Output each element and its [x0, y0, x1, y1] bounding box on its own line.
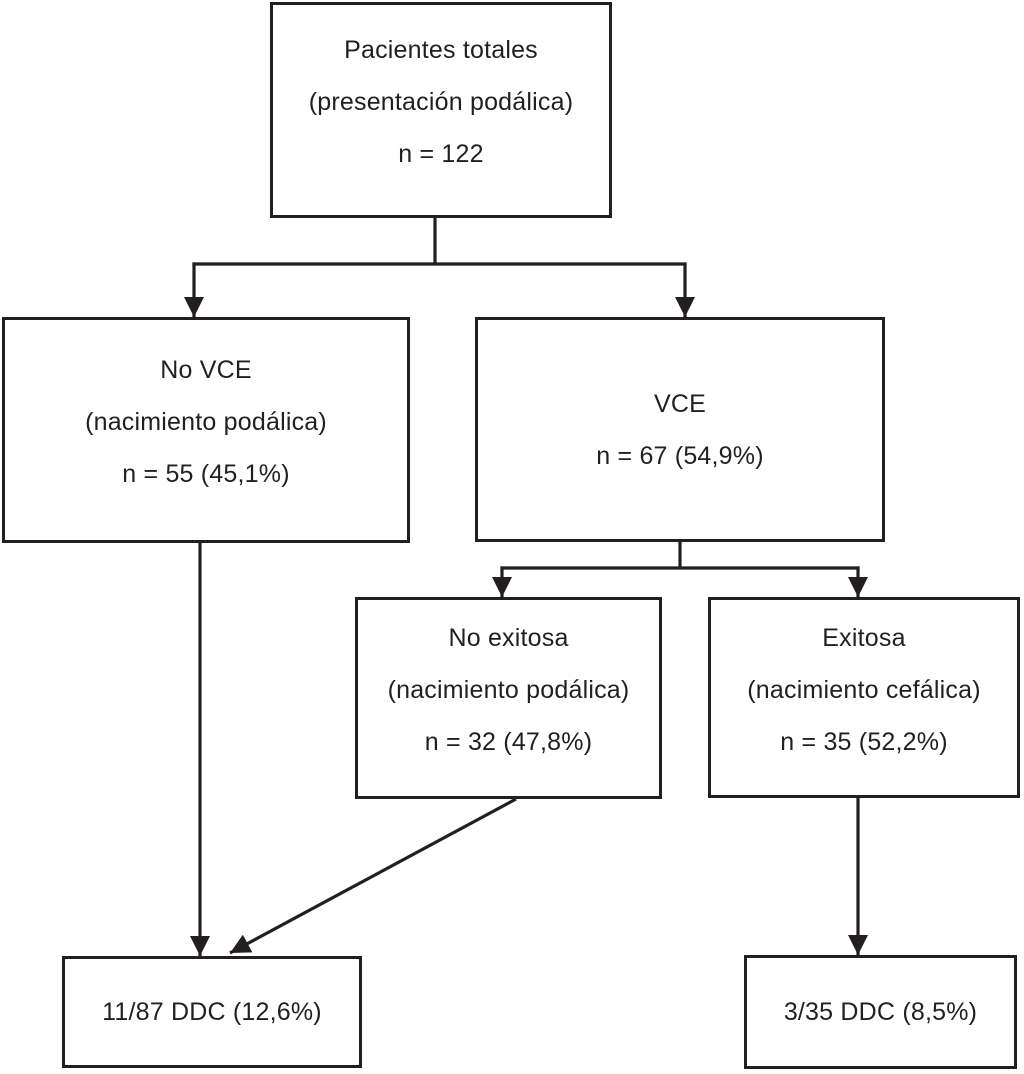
node-ddc-breech-birth-value: 11/87 DDC (12,6%) — [102, 998, 322, 1026]
node-no-exitosa-title: No exitosa — [448, 624, 569, 652]
node-vce: VCE n = 67 (54,9%) — [475, 317, 885, 542]
node-exitosa: Exitosa (nacimiento cefálica) n = 35 (52… — [708, 597, 1020, 798]
node-no-vce: No VCE (nacimiento podálica) n = 55 (45,… — [2, 317, 410, 543]
node-exitosa-subtitle: (nacimiento cefálica) — [747, 675, 981, 704]
edge-noexitosa-to-ddc-arrow — [229, 797, 517, 955]
node-total-patients-title: Pacientes totales — [344, 36, 538, 64]
node-no-exitosa-subtitle: (nacimiento podálica) — [387, 676, 630, 704]
node-ddc-breech-birth: 11/87 DDC (12,6%) — [62, 956, 362, 1068]
node-ddc-cephalic-birth: 3/35 DDC (8,5%) — [744, 955, 1017, 1069]
node-total-patients-subtitle: (presentación podálica) — [308, 88, 574, 116]
node-no-vce-count: n = 55 (45,1%) — [122, 460, 290, 488]
node-no-exitosa-count: n = 32 (47,8%) — [424, 728, 593, 756]
node-exitosa-count: n = 35 (52,2%) — [780, 727, 948, 756]
node-vce-count: n = 67 (54,9%) — [596, 441, 764, 470]
node-exitosa-title: Exitosa — [822, 623, 906, 652]
node-no-vce-title: No VCE — [160, 356, 252, 384]
node-vce-title: VCE — [653, 389, 706, 418]
node-no-vce-subtitle: (nacimiento podálica) — [85, 408, 327, 436]
node-total-patients-count: n = 122 — [398, 140, 484, 168]
node-ddc-cephalic-birth-value: 3/35 DDC (8,5%) — [783, 998, 978, 1026]
node-no-exitosa: No exitosa (nacimiento podálica) n = 32 … — [355, 597, 662, 799]
node-total-patients: Pacientes totales (presentación podálica… — [270, 2, 612, 218]
